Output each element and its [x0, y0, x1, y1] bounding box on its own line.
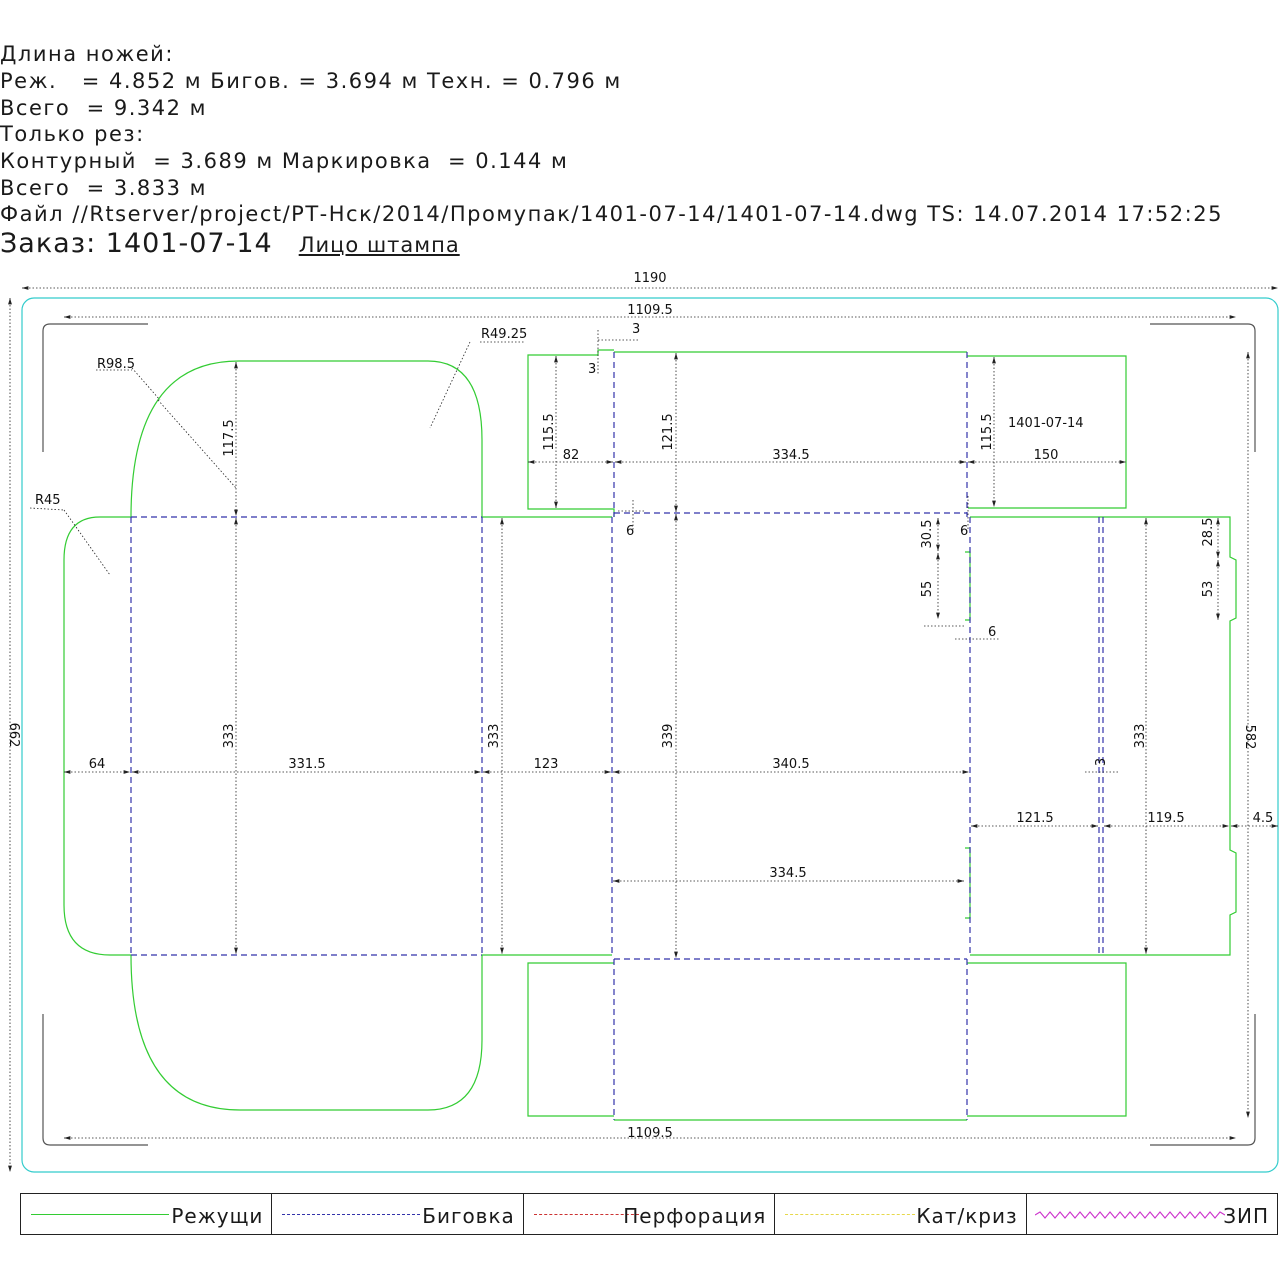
sheet-outline: [21, 297, 1279, 1173]
legend-zip: ЗИП: [1027, 1194, 1277, 1234]
dim-4-5: 4.5: [1253, 811, 1274, 826]
dim-117-5: 117.5: [222, 419, 237, 456]
dim-6a: 6: [626, 524, 634, 539]
face-label: Лицо штампа: [298, 233, 460, 257]
dimension-labels: 1190 1109.5 1109.5 662 R49.25 R98.5 R45 …: [6, 271, 1273, 1141]
die-drawing: 1190 1109.5 1109.5 662 R49.25 R98.5 R45 …: [6, 271, 1279, 1173]
legend-cut: Режущи: [21, 1194, 273, 1234]
dim-sheet-width: 1190: [633, 271, 666, 286]
dim-339: 339: [661, 724, 676, 749]
dim-331-5: 331.5: [288, 757, 325, 772]
dim-sheet-height: 662: [6, 723, 21, 748]
dim-115-5-left: 115.5: [542, 413, 557, 450]
dim-82: 82: [563, 448, 580, 463]
dim-333a: 333: [222, 724, 237, 749]
top-lid-outline: [130, 360, 483, 518]
header-line-6: Всего = 3.833 м: [0, 176, 208, 200]
bottom-lid-outline: [130, 954, 483, 1111]
left-panel-outline: [63, 516, 131, 956]
header-line-5: Контурный = 3.689 м Маркировка = 0.144 м: [0, 149, 569, 173]
legend-zip-label: ЗИП: [1223, 1204, 1270, 1228]
dim-119-5: 119.5: [1147, 811, 1184, 826]
bottom-left-flap: [527, 962, 614, 1117]
order-line: Заказ: 1401-07-14 Лицо штампа: [0, 230, 460, 257]
dim-121-5-vertical: 121.5: [661, 413, 676, 450]
dim-334-5-top: 334.5: [772, 448, 809, 463]
dim-3b: 3: [588, 362, 596, 377]
marking-text: 1401-07-14: [1008, 416, 1084, 431]
legend-perforation-swatch: [533, 1214, 639, 1215]
legend-cut-label: Режущи: [171, 1204, 264, 1228]
dim-53: 53: [1201, 581, 1216, 598]
legend-crease-swatch: [282, 1214, 421, 1215]
dim-6b: 6: [960, 524, 968, 539]
legend-cut-crease-swatch: [785, 1214, 916, 1215]
legend-cut-crease: Кат/криз: [775, 1194, 1027, 1234]
order-number: 1401-07-14: [105, 228, 273, 259]
dim-340-5: 340.5: [772, 757, 809, 772]
dim-6c: 6: [988, 625, 996, 640]
dim-inner-width-bottom: 1109.5: [627, 1126, 673, 1141]
legend-zip-swatch: [1034, 1211, 1225, 1219]
header-line-7: Файл //Rtserver/project/РТ-Нск/2014/Пром…: [0, 202, 1223, 226]
legend-perforation-label: Перфорация: [623, 1204, 767, 1228]
dim-3a: 3: [632, 322, 640, 337]
slot-top: [965, 551, 971, 621]
header-line-3: Всего = 9.342 м: [0, 96, 208, 120]
slot-bottom: [965, 847, 971, 919]
dim-radius-3: R45: [35, 493, 61, 508]
header-line-2: Реж. = 4.852 м Бигов. = 3.694 м Техн. = …: [0, 69, 622, 93]
dim-582: 582: [1242, 725, 1257, 750]
frame-corners: [42, 323, 1256, 1146]
dimension-lines: [8, 286, 1278, 1172]
dim-radius-2: R98.5: [97, 357, 135, 372]
dim-inner-width-top: 1109.5: [627, 303, 673, 318]
dim-28-5: 28.5: [1201, 518, 1216, 547]
dim-121-5-horizontal: 121.5: [1016, 811, 1053, 826]
legend-cut-crease-label: Кат/криз: [916, 1204, 1018, 1228]
dim-radius-1: R49.25: [481, 327, 527, 342]
dim-55: 55: [920, 581, 935, 598]
crease-lines: [130, 352, 1104, 1120]
dim-333b: 333: [487, 724, 502, 749]
dim-123: 123: [534, 757, 559, 772]
legend-crease: Биговка: [272, 1194, 524, 1234]
legend-cut-swatch: [31, 1214, 169, 1215]
dim-150: 150: [1034, 448, 1059, 463]
cut-lines: [63, 349, 1237, 1121]
dim-334-5-mid: 334.5: [769, 866, 806, 881]
order-label: Заказ:: [0, 228, 97, 259]
dim-3c: 3: [1094, 758, 1109, 766]
legend-crease-label: Биговка: [422, 1204, 515, 1228]
top-right-flap: [967, 355, 1127, 509]
legend-perforation: Перфорация: [524, 1194, 776, 1234]
dim-30-5: 30.5: [920, 520, 935, 549]
dim-333c: 333: [1133, 724, 1148, 749]
header-line-1: Длина ножей:: [0, 42, 174, 66]
dim-64: 64: [89, 757, 106, 772]
top-left-flap: [527, 349, 615, 517]
header-line-4: Только рез:: [0, 122, 145, 146]
dim-115-5-right: 115.5: [980, 413, 995, 450]
right-end-panel: [970, 516, 1237, 956]
bottom-right-flap: [967, 962, 1127, 1117]
line-type-legend: Режущи Биговка Перфорация Кат/криз ЗИП: [20, 1193, 1278, 1235]
